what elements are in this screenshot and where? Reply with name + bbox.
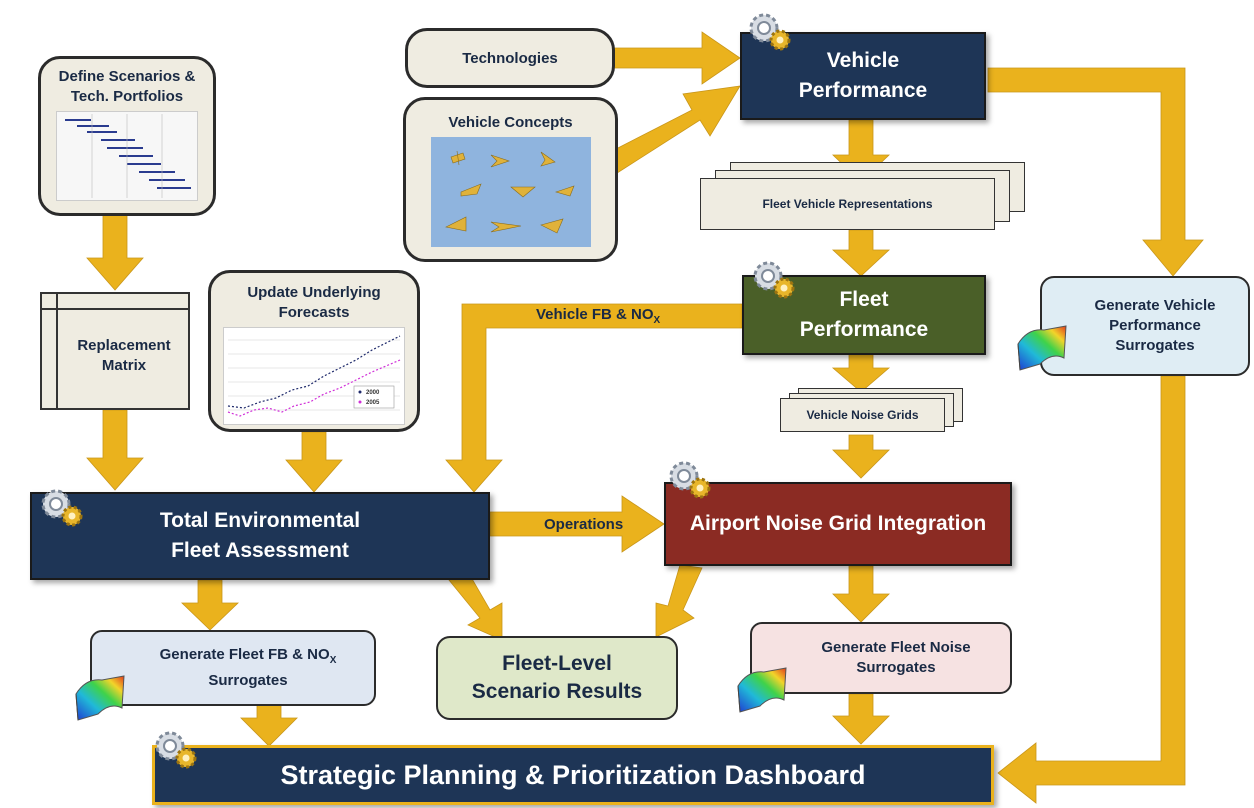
surface-plot-icon (737, 667, 787, 713)
update-forecasts-label: Update Underlying Forecasts (247, 284, 381, 321)
arrow-fleetperf-to-noisegrids (831, 351, 891, 393)
vehicle-fb-nox-label: Vehicle FB & NOX (536, 306, 660, 326)
arrow-airport-to-results (655, 564, 703, 638)
vehicle-noise-grids-box: Vehicle Noise Grids (780, 398, 945, 432)
line-chart-icon: 2000 2005 (223, 327, 405, 425)
arrow-reps-to-fleetperf (831, 229, 891, 277)
technologies-box: Technologies (405, 28, 615, 88)
airplane-collage-icon (430, 137, 591, 247)
arrow-fleetperf-to-tefa (445, 303, 743, 493)
fleet-vehicle-representations-box: Fleet Vehicle Representations (700, 178, 995, 230)
arrow-define-to-replacement (86, 211, 144, 291)
generate-fleet-fb-subscript: X (329, 655, 337, 666)
generate-fleet-fb-line1: Generate Fleet FB & NOX (160, 645, 337, 671)
arrow-operations (489, 495, 665, 553)
forecast-legend-2000: 2000 (366, 390, 380, 396)
technologies-label: Technologies (462, 49, 558, 67)
arrow-fleetfb-to-dashboard (240, 704, 298, 747)
vehicle-concepts-label: Vehicle Concepts (448, 114, 573, 131)
vehicle-noise-grids-stack: Vehicle Noise Grids (780, 388, 970, 440)
total-environmental-box: Total Environmental Fleet Assessment (30, 492, 490, 580)
replacement-matrix-label: Replacement Matrix (77, 337, 171, 374)
fleet-performance-label: Fleet Performance (799, 288, 929, 341)
generate-fleet-fb-line2: Surrogates (208, 672, 288, 689)
vehicle-noise-grids-label: Vehicle Noise Grids (806, 408, 919, 422)
define-scenarios-box: Define Scenarios & Tech. Portfolios (38, 56, 216, 216)
vehicle-concepts-box: Vehicle Concepts (403, 97, 618, 262)
generate-fleet-noise-label: Generate Fleet Noise Surrogates (821, 639, 971, 676)
surface-plot-icon (75, 675, 125, 721)
define-scenarios-label: Define Scenarios & Tech. Portfolios (58, 68, 196, 105)
table-column-line (56, 294, 58, 408)
arrow-noisegrids-to-airport (832, 434, 890, 479)
operations-label: Operations (544, 516, 624, 533)
gear-icon (155, 731, 197, 769)
airport-noise-label: Airport Noise Grid Integration (689, 512, 987, 535)
replacement-matrix-box: Replacement Matrix (40, 292, 190, 410)
gear-icon (753, 261, 795, 299)
arrow-tefa-to-results (448, 576, 503, 641)
generate-vehicle-surrogates-box: Generate Vehicle Performance Surrogates (1040, 276, 1250, 376)
forecast-legend-2005: 2005 (366, 400, 380, 406)
gantt-chart-icon (56, 111, 198, 201)
generate-fleet-noise-box: Generate Fleet Noise Surrogates (750, 622, 1012, 694)
update-forecasts-box: Update Underlying Forecasts 2000 2005 (208, 270, 420, 432)
dashboard-box: Strategic Planning & Prioritization Dash… (152, 745, 994, 805)
total-environmental-label: Total Environmental Fleet Assessment (159, 509, 361, 562)
fleet-level-results-box: Fleet-Level Scenario Results (436, 636, 678, 720)
arrow-technologies-to-vehicle-perf (613, 31, 741, 85)
fleet-vehicle-representations-stack: Fleet Vehicle Representations (700, 162, 1030, 234)
vehicle-performance-label: Vehicle Performance (798, 49, 928, 102)
dashboard-label: Strategic Planning & Prioritization Dash… (280, 759, 866, 790)
vehicle-fb-nox-text: Vehicle FB & NO (536, 306, 654, 323)
table-icon (42, 308, 188, 310)
arrow-vehicle-surrogates-to-dashboard (997, 375, 1186, 804)
gear-icon (749, 13, 791, 51)
generate-fleet-fb-box: Generate Fleet FB & NOX Surrogates (90, 630, 376, 706)
arrow-concepts-to-vehicle-perf (613, 85, 741, 176)
arrow-tefa-to-fleet-fb (181, 579, 239, 631)
fleet-vehicle-representations-label: Fleet Vehicle Representations (762, 197, 933, 211)
airport-noise-box: Airport Noise Grid Integration (664, 482, 1012, 566)
surface-plot-icon (1017, 325, 1067, 371)
arrow-forecasts-to-tefa (285, 431, 343, 493)
arrow-replacement-to-tefa (86, 409, 144, 491)
arrow-airport-to-noise-surrogates (832, 565, 890, 623)
arrow-vehicleperf-to-vehicle-surrogates (987, 67, 1204, 277)
arrow-noise-to-dashboard (832, 693, 890, 745)
generate-vehicle-surrogates-label: Generate Vehicle Performance Surrogates (1094, 297, 1216, 354)
gear-icon (41, 489, 83, 527)
generate-fleet-fb-text: Generate Fleet FB & NO (159, 646, 330, 663)
fleet-level-results-label: Fleet-Level Scenario Results (471, 652, 643, 703)
gear-icon (669, 461, 711, 499)
vehicle-fb-nox-subscript: X (653, 315, 661, 326)
